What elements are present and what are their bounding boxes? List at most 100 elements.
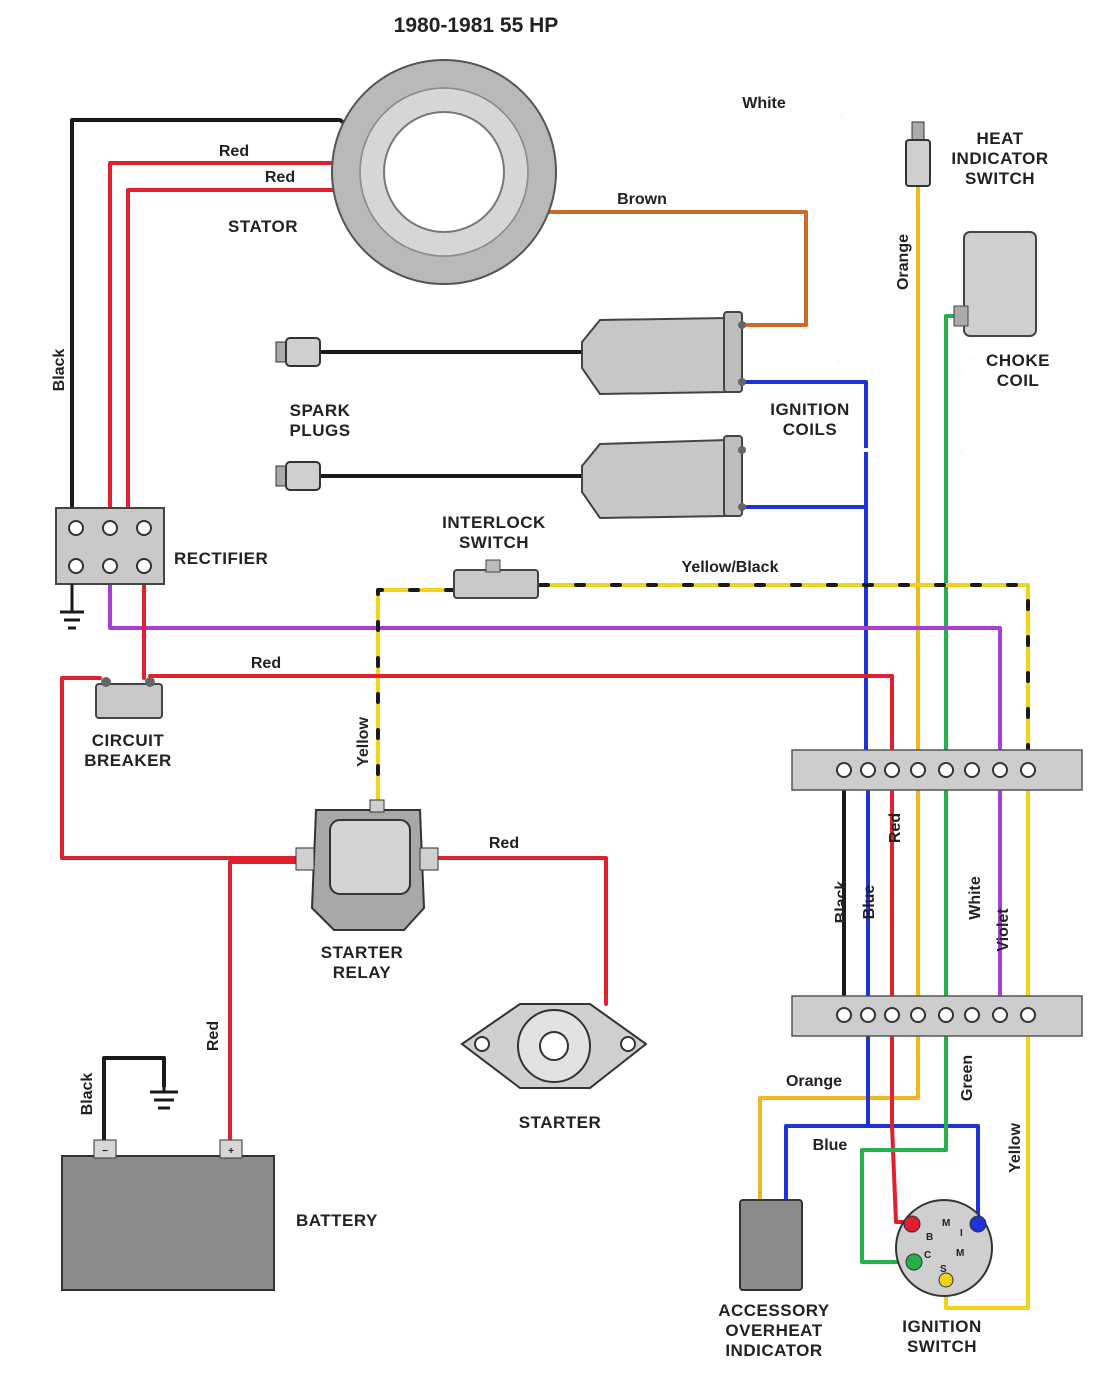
rectifier-terminal-2 bbox=[102, 520, 118, 536]
lower-terminal-post-8 bbox=[1020, 1007, 1036, 1023]
wire-violet bbox=[108, 566, 1002, 772]
upper-terminal-post-7 bbox=[992, 762, 1008, 778]
lower-terminal-post-1 bbox=[836, 1007, 852, 1023]
wire-label-red-terminal: Red bbox=[887, 813, 904, 843]
battery-negative-label: − bbox=[102, 1146, 108, 1157]
label-accessory-2: OVERHEAT bbox=[725, 1321, 822, 1340]
label-interlock-2: SWITCH bbox=[459, 533, 529, 552]
wire-yellow-interlock bbox=[376, 588, 456, 807]
choke-coil bbox=[953, 231, 1037, 337]
stator bbox=[331, 59, 557, 285]
choke-coil-terminal bbox=[953, 305, 969, 327]
terminal-block-lower-body bbox=[791, 995, 1083, 1037]
label-starter-relay-2: RELAY bbox=[333, 963, 392, 982]
wire-label-brown: Brown bbox=[617, 191, 667, 208]
terminal-block-upper bbox=[791, 749, 1083, 791]
pin-s-label: S bbox=[940, 1264, 947, 1275]
ignition-coil-2-cap bbox=[723, 435, 743, 517]
diagram-title: 1980-1981 55 HP bbox=[394, 14, 559, 37]
wire-label-blue-terminal: Blue bbox=[861, 885, 878, 920]
wire-red-stator-2 bbox=[110, 188, 362, 554]
wire-label-violet-terminal: Violet bbox=[995, 908, 1012, 952]
circuit-breaker-post-1 bbox=[101, 677, 111, 687]
label-circuit-breaker-2: BREAKER bbox=[84, 751, 172, 770]
wire-label-black-battery: Black bbox=[79, 1073, 96, 1116]
circuit-breaker-post-2 bbox=[145, 677, 155, 687]
terminal-block-lower bbox=[791, 995, 1083, 1037]
wire-red-battery bbox=[228, 860, 300, 1140]
label-starter: STARTER bbox=[519, 1113, 602, 1132]
upper-terminal-post-5 bbox=[938, 762, 954, 778]
ignition-switch-pin-c bbox=[905, 1253, 923, 1271]
upper-terminal-post-8 bbox=[1020, 762, 1036, 778]
spark-plug-1 bbox=[275, 337, 321, 367]
label-interlock-1: INTERLOCK bbox=[442, 513, 546, 532]
label-choke-2: COIL bbox=[997, 371, 1040, 390]
starter-relay-cover bbox=[329, 819, 411, 895]
label-accessory-1: ACCESSORY bbox=[718, 1301, 830, 1320]
lower-terminal-post-6 bbox=[964, 1007, 980, 1023]
stator-core bbox=[383, 111, 505, 233]
ignition-coil-2-post-2 bbox=[738, 503, 746, 511]
wire-black-battery bbox=[102, 1056, 166, 1145]
wire-label-yellow-relay: Yellow bbox=[355, 717, 372, 767]
wire-label-red-battery: Red bbox=[205, 1021, 222, 1051]
label-choke-1: CHOKE bbox=[986, 351, 1050, 370]
wire-yellow-interlock-stripe bbox=[376, 588, 456, 807]
ignition-coil-1-cap bbox=[723, 311, 743, 393]
interlock-switch-body bbox=[453, 569, 539, 599]
wire-label-red-starter: Red bbox=[489, 835, 519, 852]
spark-plug-2-body bbox=[285, 461, 321, 491]
ignition-switch-pin-s bbox=[938, 1272, 954, 1288]
wire-blue-accessory bbox=[784, 1013, 870, 1204]
label-stator: STATOR bbox=[228, 217, 298, 236]
wire-orange-accessory bbox=[758, 1013, 920, 1204]
wire-red-switch bbox=[890, 1013, 914, 1224]
wire-white-coil-core bbox=[740, 370, 962, 452]
wire-label-white-terminal: White bbox=[967, 876, 984, 920]
wire-label-blue-accessory: Blue bbox=[813, 1137, 848, 1154]
wire-blue-switch bbox=[866, 1124, 980, 1228]
wire-black-stator bbox=[70, 118, 370, 517]
ignition-coil-2-body bbox=[581, 438, 727, 520]
rectifier-terminal-3 bbox=[136, 520, 152, 536]
lower-terminal-post-2 bbox=[860, 1007, 876, 1023]
choke-coil-body bbox=[963, 231, 1037, 337]
label-ignition-switch-2: SWITCH bbox=[907, 1337, 977, 1356]
spark-plug-2 bbox=[275, 461, 321, 491]
overheat-indicator-body bbox=[739, 1199, 803, 1291]
pin-i-label: I bbox=[960, 1228, 963, 1239]
interlock-switch bbox=[453, 559, 539, 599]
wire-label-orange-accessory: Orange bbox=[786, 1073, 842, 1090]
upper-terminal-post-4 bbox=[910, 762, 926, 778]
wire-label-yellow-black: Yellow/Black bbox=[682, 559, 779, 576]
lower-terminal-post-3 bbox=[884, 1007, 900, 1023]
wire-red-starter bbox=[436, 856, 608, 1006]
interlock-switch-plunger bbox=[485, 559, 501, 573]
battery: − + bbox=[61, 1086, 275, 1291]
ground-icon bbox=[60, 584, 84, 630]
rectifier-terminal-1 bbox=[68, 520, 84, 536]
starter-relay-post-right bbox=[419, 847, 439, 871]
upper-terminal-post-6 bbox=[964, 762, 980, 778]
rectifier-terminal-6 bbox=[136, 558, 152, 574]
upper-terminal-post-3 bbox=[884, 762, 900, 778]
wire-label-green-switch: Green bbox=[959, 1055, 976, 1101]
gear-icon bbox=[539, 1031, 569, 1061]
label-spark-plugs-1: SPARK bbox=[290, 401, 351, 420]
upper-terminal-post-2 bbox=[860, 762, 876, 778]
rectifier-terminal-4 bbox=[68, 558, 84, 574]
wire-red-breaker-relay bbox=[60, 676, 302, 860]
label-circuit-breaker-1: CIRCUIT bbox=[92, 731, 165, 750]
battery-positive-label: + bbox=[228, 1146, 234, 1157]
ignition-switch-pin-b bbox=[903, 1215, 921, 1233]
terminal-posts bbox=[836, 762, 1036, 1023]
label-ignition-coils-2: COILS bbox=[783, 420, 837, 439]
ignition-coil-1-post bbox=[738, 321, 746, 329]
label-heat-2: INDICATOR bbox=[951, 149, 1048, 168]
pin-m-bottom-label: M bbox=[956, 1248, 964, 1259]
wire-yellow-black-stripe bbox=[538, 583, 1030, 772]
pin-m-top-label: M bbox=[942, 1218, 950, 1229]
ignition-switch-pin-i bbox=[969, 1215, 987, 1233]
